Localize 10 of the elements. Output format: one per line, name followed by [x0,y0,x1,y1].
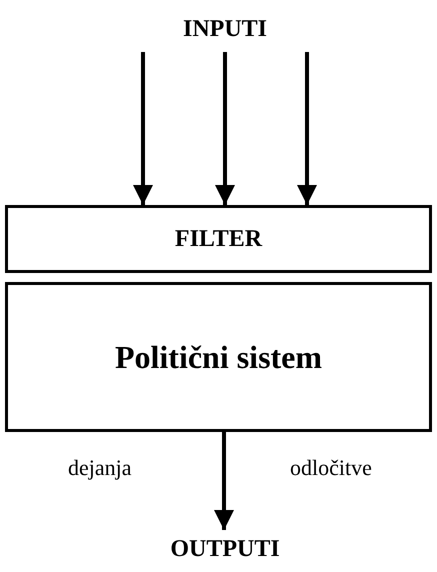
filter-box: FILTER [5,205,432,273]
arrow [215,52,235,205]
arrow [297,52,317,205]
output-title: OUTPUTI [140,530,310,568]
output-label: odločitve [290,455,372,481]
arrow [133,52,153,205]
input-title: INPUTI [150,8,300,50]
arrow [214,432,234,530]
output-label: dejanja [68,455,132,481]
system-box: Politični sistem [5,282,432,432]
